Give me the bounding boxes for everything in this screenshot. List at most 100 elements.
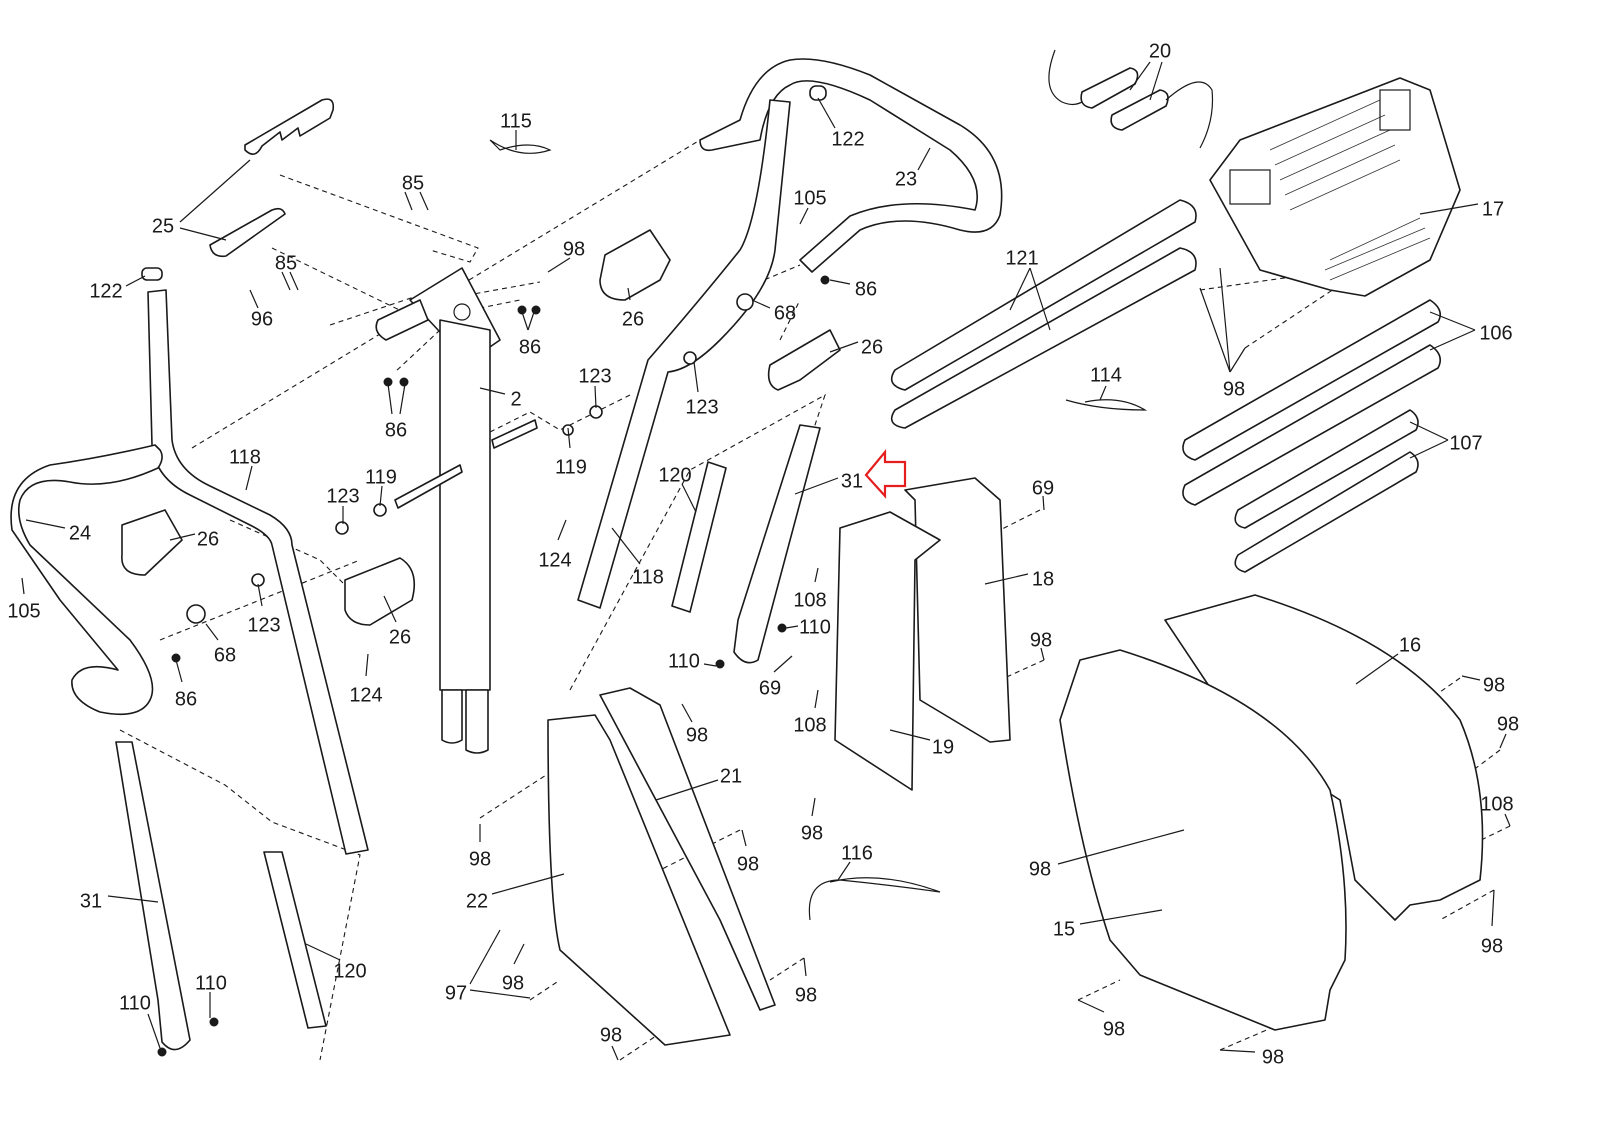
part-120-tube-left [263, 851, 327, 1029]
leader-line-98 [1219, 267, 1231, 373]
callout-label-105: 105 [793, 187, 826, 209]
callout-label-69: 69 [759, 677, 781, 699]
leader-line-31 [107, 895, 159, 903]
leader-line-85 [419, 191, 429, 211]
part-15-cover [1059, 649, 1347, 1031]
leader-line-123 [693, 361, 699, 393]
leader-line-98 [1499, 733, 1507, 749]
tubes-121 [890, 199, 1197, 429]
leader-line-69 [1042, 495, 1045, 511]
part-2-center-post [375, 267, 538, 754]
callout-label-114: 114 [1090, 364, 1122, 386]
leader-line-20 [1149, 61, 1163, 101]
callout-label-124: 124 [349, 684, 382, 706]
callout-label-23: 23 [895, 168, 917, 190]
leader-line-26 [383, 595, 397, 623]
callout-label-119: 119 [365, 466, 397, 488]
leader-line-122 [817, 97, 836, 129]
leader-line-2 [479, 387, 506, 395]
part-25-grip-covers [209, 98, 335, 258]
leader-line-98 [811, 797, 816, 817]
leader-line-86 [829, 279, 851, 285]
callout-label-98: 98 [1481, 935, 1503, 957]
leader-line-98 [1077, 999, 1105, 1013]
leader-line-98 [1199, 287, 1231, 373]
callout-label-108: 108 [793, 714, 826, 736]
leader-line-21 [655, 779, 719, 801]
leader-line-98 [513, 943, 525, 965]
leader-line-119 [379, 485, 383, 507]
callout-label-97: 97 [445, 982, 467, 1004]
leader-line-106 [1429, 311, 1476, 331]
callout-label-122: 122 [831, 128, 864, 150]
leader-line-98 [1040, 647, 1045, 661]
leader-line-98 [1219, 1049, 1256, 1053]
leader-line-123 [257, 583, 263, 607]
callout-label-98: 98 [1262, 1046, 1284, 1068]
callout-label-108: 108 [793, 589, 826, 611]
leader-line-86 [527, 311, 535, 331]
callout-label-123: 123 [685, 396, 718, 418]
leader-line-121 [1029, 267, 1051, 331]
leader-line-31 [794, 477, 839, 495]
callout-label-86: 86 [855, 278, 877, 300]
callout-label-122: 122 [89, 280, 122, 302]
leader-line-86 [387, 383, 393, 415]
callout-label-68: 68 [214, 644, 236, 666]
leader-line-124 [557, 519, 567, 541]
callout-label-85: 85 [402, 172, 424, 194]
part-26-bracket-b [767, 329, 841, 391]
callout-label-22: 22 [466, 890, 488, 912]
leader-line-85 [404, 191, 413, 211]
part-17-console [1209, 77, 1461, 297]
callout-label-86: 86 [519, 336, 541, 358]
callout-label-31: 31 [80, 890, 102, 912]
leader-line-26 [169, 533, 196, 541]
leader-line-98 [741, 829, 747, 847]
leader-line-116 [837, 861, 851, 881]
leader-line-18 [984, 573, 1029, 585]
part-20-pulse-grips [1048, 49, 1214, 149]
callout-label-124: 124 [538, 549, 571, 571]
part-22-shroud [547, 714, 731, 1046]
callout-label-98: 98 [1483, 674, 1505, 696]
leader-line-122 [125, 275, 146, 287]
leader-line-26 [627, 287, 631, 301]
leader-line-97 [469, 929, 501, 985]
callout-label-15: 15 [1053, 918, 1075, 940]
part-118-upright-arm-left [147, 289, 369, 855]
callout-label-105: 105 [7, 600, 40, 622]
leader-line-69 [773, 655, 793, 673]
callout-label-26: 26 [197, 528, 219, 550]
callout-label-108: 108 [1480, 793, 1513, 815]
callout-label-98: 98 [600, 1024, 622, 1046]
red-arrow-left-icon [864, 448, 907, 499]
callout-label-98: 98 [469, 848, 491, 870]
leader-line-98 [547, 257, 571, 273]
leader-line-124 [365, 653, 369, 677]
leader-line-86 [175, 659, 183, 683]
leader-line-105 [21, 577, 25, 595]
callout-label-98: 98 [563, 238, 585, 260]
leader-line-85 [281, 271, 291, 291]
part-115-cable [489, 139, 552, 154]
callout-label-16: 16 [1399, 634, 1421, 656]
part-16-cover [1164, 594, 1484, 921]
part-23-handlebar-right [699, 58, 1003, 273]
leader-line-114 [1099, 385, 1107, 401]
callout-label-24: 24 [69, 522, 91, 544]
hardware-bushings [157, 275, 830, 1057]
leader-line-86 [399, 383, 406, 415]
part-118-upright-arm-right [577, 99, 791, 609]
callout-label-118: 118 [229, 446, 261, 468]
callout-label-123: 123 [326, 485, 359, 507]
callout-label-86: 86 [175, 688, 197, 710]
leader-line-110 [785, 625, 799, 629]
leader-lines [21, 61, 1511, 1061]
callout-label-31: 31 [841, 470, 863, 492]
callout-label-2: 2 [510, 388, 521, 410]
leader-line-119 [567, 427, 571, 449]
callout-label-19: 19 [932, 736, 954, 758]
part-24-handlebar-left [10, 444, 163, 716]
